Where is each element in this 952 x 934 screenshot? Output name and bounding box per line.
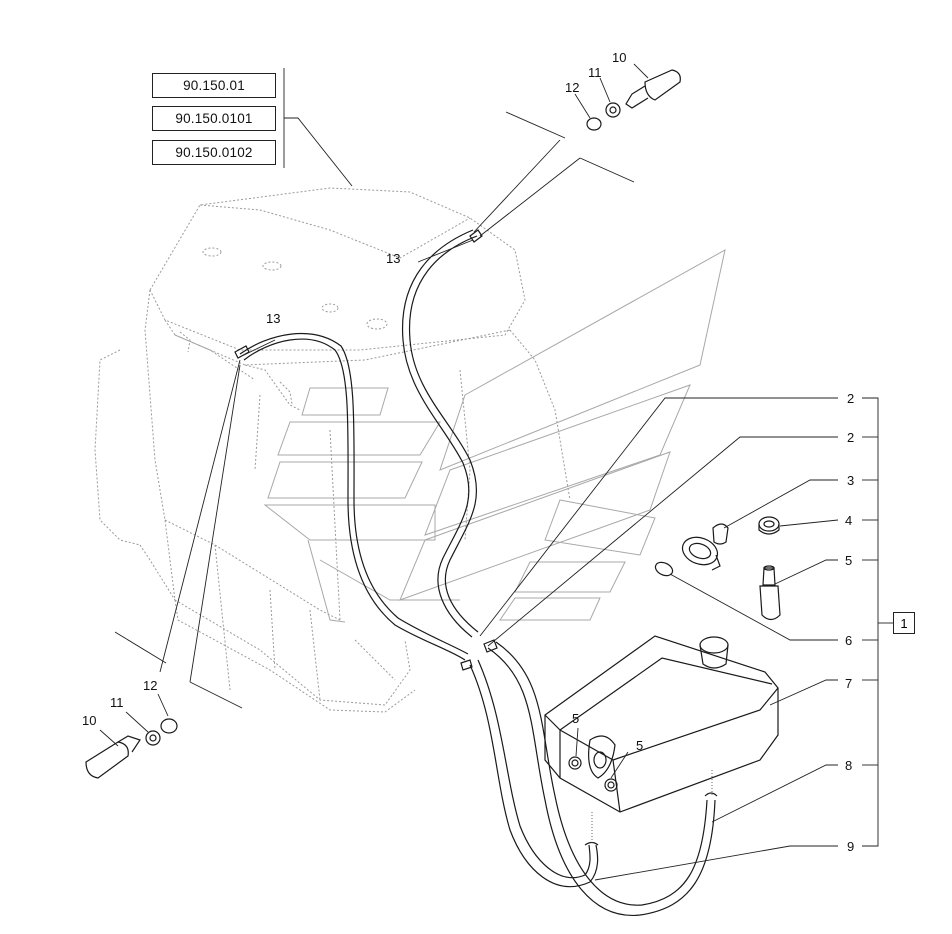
callout-4: 4	[845, 513, 852, 528]
washer-reservoir	[544, 635, 779, 845]
callout-11-lower: 11	[110, 695, 124, 710]
leader-lines	[99, 63, 893, 881]
callout-10-upper: 10	[612, 50, 626, 65]
callout-8: 8	[845, 758, 852, 773]
callout-9: 9	[847, 839, 854, 854]
cab-outline	[94, 187, 571, 713]
callout-5-tank-right: 5	[636, 738, 643, 753]
callout-13-left: 13	[266, 311, 280, 326]
hose-13-right	[401, 229, 479, 638]
callout-5-tank-left: 5	[572, 711, 579, 726]
reference-90-150-0102[interactable]: 90.150.0102	[152, 140, 276, 165]
washer-pump	[759, 565, 781, 621]
nozzle-lower	[85, 718, 178, 779]
reference-90-150-0101[interactable]: 90.150.0101	[152, 106, 276, 131]
callout-3: 3	[847, 473, 854, 488]
assembly-group-label: 1	[893, 612, 915, 634]
reference-90-150-01[interactable]: 90.150.01	[152, 73, 276, 98]
hose-main	[234, 229, 718, 916]
callout-13-right: 13	[386, 251, 400, 266]
callout-6: 6	[845, 633, 852, 648]
callout-10-lower: 10	[82, 713, 96, 728]
callout-2b: 2	[847, 430, 854, 445]
filler-cap	[681, 523, 729, 571]
nozzle-upper	[586, 69, 681, 131]
callout-labels: 2 2 3 4 5 6 7 8 9 5 5 10 11 12 10 11 12 …	[82, 50, 854, 854]
callout-5: 5	[845, 553, 852, 568]
callout-12-lower: 12	[143, 678, 157, 693]
callout-12-upper: 12	[565, 80, 579, 95]
reference-bracket	[283, 68, 353, 187]
callout-7: 7	[845, 676, 852, 691]
hose-clip	[654, 561, 674, 577]
callout-2a: 2	[847, 391, 854, 406]
wiper-area-panels	[263, 249, 726, 623]
callout-11-upper: 11	[588, 65, 602, 80]
hose-13-left	[239, 333, 469, 661]
sealing-ring	[758, 516, 780, 535]
